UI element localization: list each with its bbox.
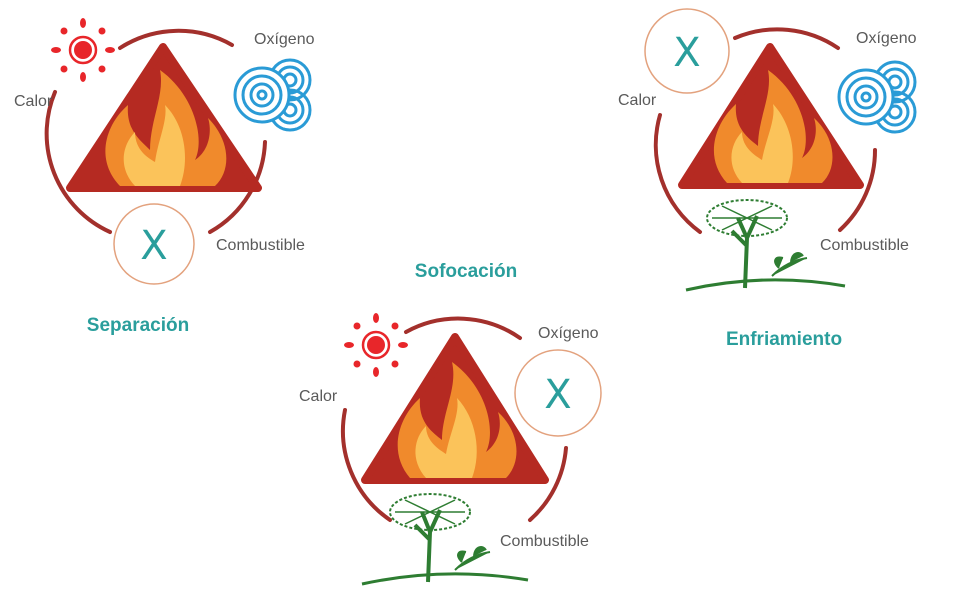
oxygen-swirl-icon [233, 58, 312, 132]
ring-arc-top [404, 316, 522, 340]
removed-oxygen-marker: X [514, 349, 602, 437]
ring-arc-left [44, 90, 112, 234]
tree-icon [361, 493, 529, 586]
x-mark: X [140, 223, 167, 269]
label-calor: Calor [618, 92, 657, 109]
sun-icon [344, 313, 408, 377]
ring-arc-top [733, 27, 840, 50]
removed-heat-marker: X [644, 8, 730, 94]
fire-triangle-icon [361, 333, 549, 484]
label-calor: Calor [14, 93, 53, 110]
ring-arc-left [341, 408, 392, 522]
ring-arc-right [528, 446, 568, 522]
title-enfriamiento: Enfriamiento [725, 329, 843, 350]
fire-triangle-icon [66, 43, 262, 192]
removed-fuel-marker: X [113, 203, 195, 285]
label-oxigeno: Oxígeno [856, 30, 917, 47]
ring-arc-right [208, 140, 267, 234]
oxygen-swirl-icon [837, 60, 917, 134]
fire-triangle-icon [678, 43, 864, 189]
label-combustible: Combustible [500, 533, 589, 550]
label-combustible: Combustible [820, 237, 909, 254]
x-mark: X [544, 372, 571, 418]
label-oxigeno: Oxígeno [254, 31, 315, 48]
label-calor: Calor [299, 388, 338, 405]
sun-icon [51, 18, 115, 82]
title-sofocacion: Sofocación [414, 261, 518, 282]
ring-arc-right [838, 148, 878, 232]
ring-arc-top [118, 28, 234, 50]
x-mark: X [673, 30, 700, 76]
tree-icon [685, 199, 846, 292]
label-combustible: Combustible [216, 237, 305, 254]
title-separacion: Separación [86, 315, 190, 336]
ring-arc-left [653, 113, 702, 234]
label-oxigeno: Oxígeno [538, 325, 599, 342]
